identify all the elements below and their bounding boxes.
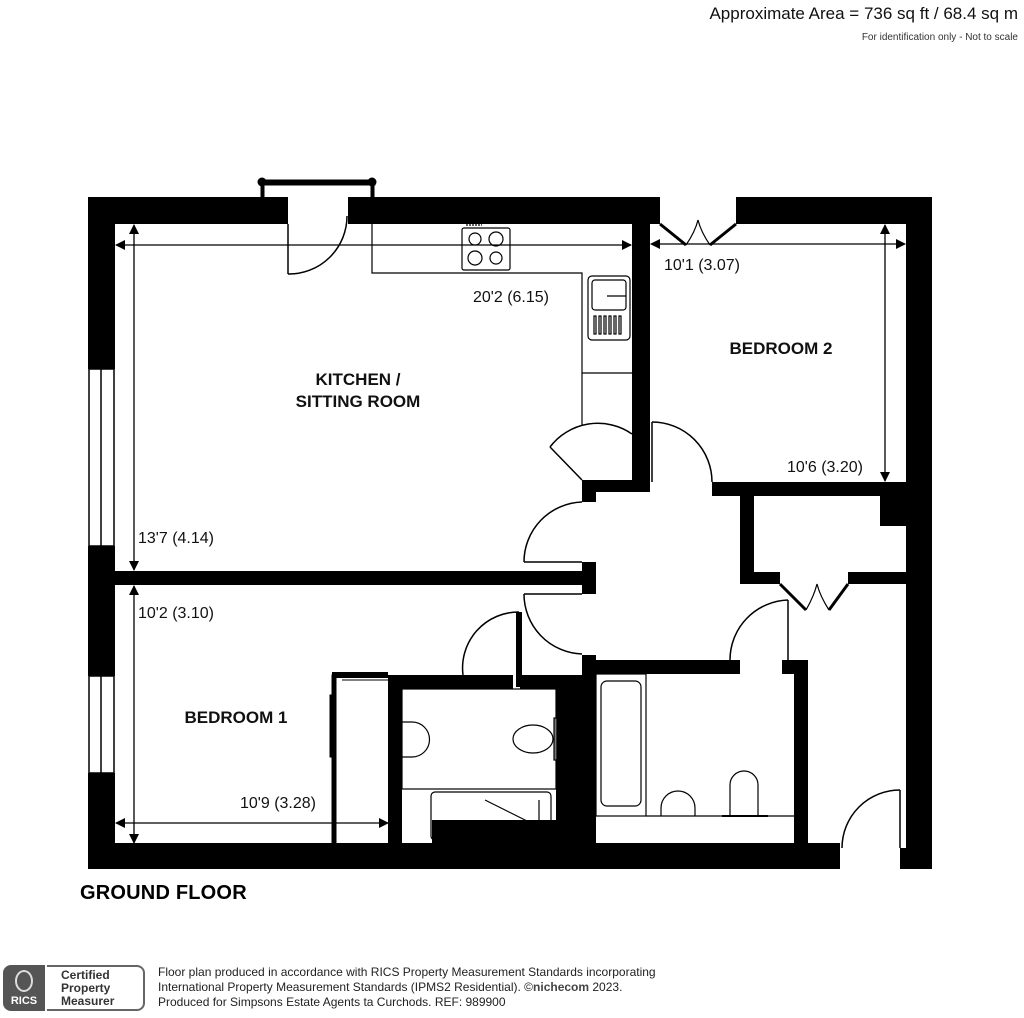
entrance-canopy: [257, 177, 377, 199]
certified-measurer-badge: Certified Property Measurer: [47, 965, 145, 1011]
dim-bedroom1-width: 10'9 (3.28): [240, 795, 316, 812]
room-label-kitchen: KITCHEN /: [316, 370, 401, 389]
footer-line-2: International Property Measurement Stand…: [158, 980, 656, 995]
scale-disclaimer: For identification only - Not to scale: [861, 32, 1018, 43]
interior-walls: [115, 216, 932, 845]
cert-line-3: Measurer: [61, 994, 115, 1008]
cupboard-door: [549, 422, 633, 481]
rics-logo: RICS: [3, 965, 45, 1011]
dim-kitchen-depth: 13'7 (4.14): [138, 530, 214, 547]
exterior-walls: [88, 197, 932, 869]
kitchen-door: [523, 501, 583, 563]
rics-lion-icon: [15, 970, 33, 992]
dim-bedroom1-depth: 10'2 (3.10): [138, 605, 214, 622]
bedroom1-door: [523, 593, 583, 655]
dim-bedroom2-depth: 10'6 (3.20): [787, 459, 863, 476]
footer-line-2-prefix: International Property Measurement Stand…: [158, 980, 534, 994]
footer: RICS Certified Property Measurer Floor p…: [0, 962, 700, 1014]
cert-line-2: Property: [61, 981, 111, 995]
nichecom-logo: nichecom: [533, 980, 590, 994]
window-left-upper: [88, 368, 115, 547]
cupboard-double-doors: [778, 582, 850, 612]
front-door: [841, 789, 901, 849]
window-left-lower: [88, 675, 115, 774]
footer-text: Floor plan produced in accordance with R…: [158, 965, 656, 1010]
bathroom-door: [729, 599, 789, 661]
cert-line-1: Certified: [61, 968, 110, 982]
floor-label: GROUND FLOOR: [80, 882, 247, 904]
kitchen-sink-icon: [587, 275, 631, 341]
dimension-lines: [115, 224, 906, 844]
approximate-area: Approximate Area = 736 sq ft / 68.4 sq m: [709, 4, 1018, 23]
ensuite-fittings: [401, 688, 558, 841]
footer-line-1: Floor plan produced in accordance with R…: [158, 965, 656, 979]
room-label-bedroom2: BEDROOM 2: [730, 339, 833, 358]
footer-line-2-suffix: 2023.: [589, 980, 623, 994]
room-label-bedroom1: BEDROOM 1: [185, 708, 288, 727]
room-label-sitting-room: SITTING ROOM: [296, 392, 421, 411]
dim-bedroom2-width: 10'1 (3.07): [664, 257, 740, 274]
dim-kitchen-width: 20'2 (6.15): [473, 289, 549, 306]
ensuite-door: [461, 611, 520, 676]
bedroom2-door: [651, 421, 713, 483]
footer-line-3: Produced for Simpsons Estate Agents ta C…: [158, 995, 506, 1009]
bathroom-fittings: [595, 673, 794, 817]
rics-text: RICS: [10, 995, 38, 1007]
hob-icon: [461, 224, 511, 271]
wardrobe: [329, 674, 388, 846]
bedroom2-french-doors: [659, 219, 737, 247]
